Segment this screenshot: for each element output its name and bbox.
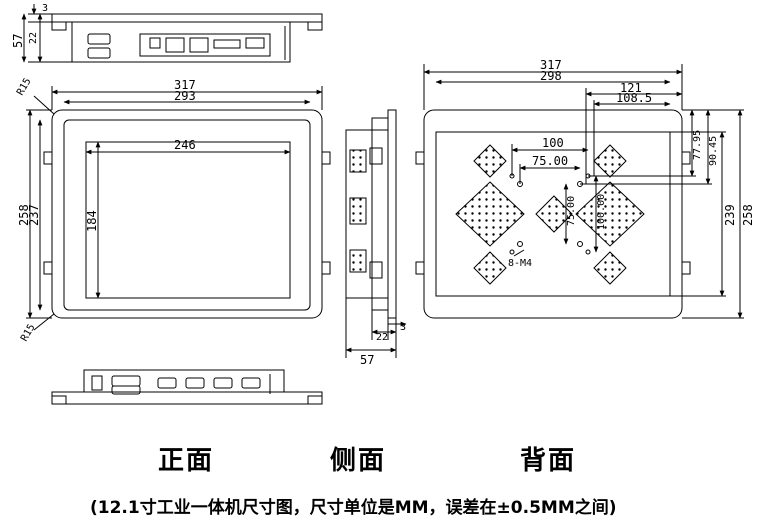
dim-top-3: 3 (42, 3, 48, 14)
dim-back-77-95: 77.95 (692, 130, 703, 160)
top-view (21, 4, 323, 63)
dim-back-screw: 8-M4 (508, 258, 532, 269)
dim-front-317: 317 (174, 78, 196, 92)
label-back: 背面 (520, 446, 577, 476)
dim-front-246: 246 (174, 138, 196, 152)
dim-back-v75: 75.00 (566, 196, 577, 226)
back-view (415, 64, 744, 319)
label-side: 侧面 (330, 446, 387, 476)
dim-back-v100: 100.00 (596, 194, 607, 230)
bottom-view (51, 369, 323, 405)
dim-back-100: 100 (542, 136, 564, 150)
dim-back-75: 75.00 (532, 154, 568, 168)
dim-back-258: 258 (741, 204, 755, 226)
dim-back-239: 239 (723, 204, 737, 226)
dim-top-22: 22 (28, 32, 39, 44)
dim-front-293: 293 (174, 89, 196, 103)
dim-front-184: 184 (85, 210, 99, 232)
dim-back-90-45: 90.45 (708, 136, 719, 166)
front-view (26, 86, 331, 331)
label-front: 正面 (158, 446, 215, 476)
dim-side-22: 22 (376, 332, 388, 343)
dim-back-121: 121 (620, 81, 642, 95)
dim-front-r-top: R15 (15, 76, 34, 97)
dim-back-108-5: 108.5 (616, 91, 652, 105)
dim-side-57: 57 (360, 353, 374, 367)
dim-top-57: 57 (11, 34, 25, 48)
dim-front-258: 258 (17, 204, 31, 226)
side-view (345, 109, 407, 358)
dim-front-r-bottom: R15 (19, 322, 38, 343)
dim-front-237: 237 (27, 204, 41, 226)
caption: (12.1寸工业一体机尺寸图，尺寸单位是MM，误差在±0.5MM之间) (90, 498, 617, 518)
dim-back-298: 298 (540, 69, 562, 83)
dim-side-3: 3 (400, 322, 406, 333)
dim-back-317: 317 (540, 58, 562, 72)
